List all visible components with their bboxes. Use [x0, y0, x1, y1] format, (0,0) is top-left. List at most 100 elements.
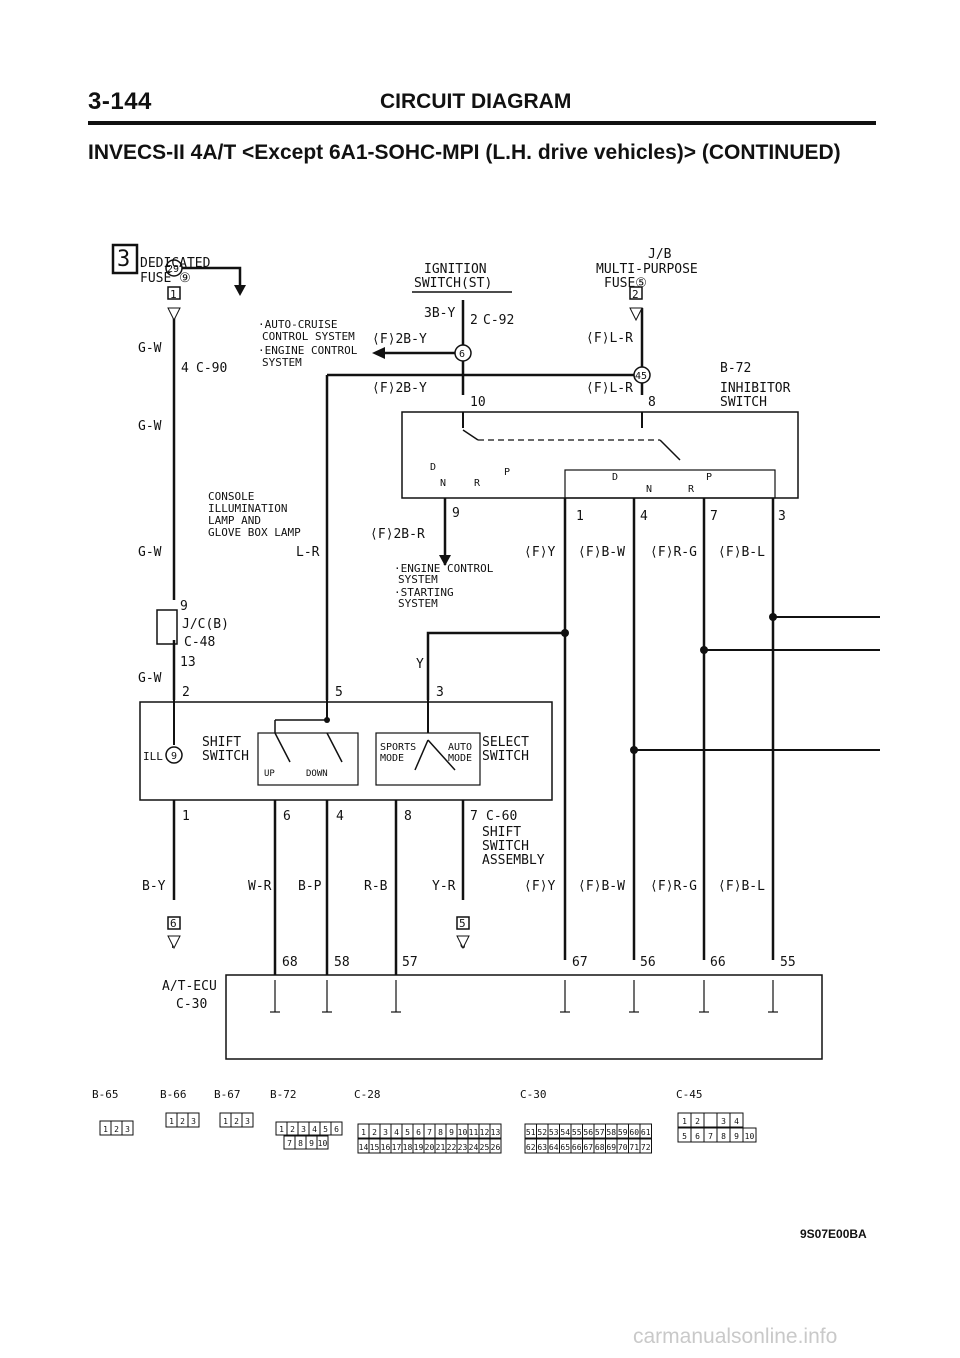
connector-pin-label: 11	[469, 1128, 479, 1137]
inhibitor-switch-label: SWITCH	[720, 395, 767, 410]
at-ecu-box	[225, 974, 823, 1060]
connector-pin-label: 10	[458, 1128, 468, 1137]
wire-color-label: ⟨F⟩R-G	[650, 545, 697, 560]
watermark: carmanualsonline.info	[633, 1325, 838, 1348]
connector-ref: B-67	[214, 1088, 241, 1101]
connector-pin-cell	[241, 1112, 254, 1128]
connector-pin-label: 70	[618, 1143, 628, 1152]
connector-ref: B-66	[160, 1088, 187, 1101]
wire-color-label: G-W	[138, 341, 162, 356]
header-rule	[88, 121, 876, 125]
pin-number: 4	[181, 361, 189, 376]
connector-pin-label: 2	[234, 1117, 239, 1126]
pin-number: 2	[182, 685, 190, 700]
joint-connector-label: J/C(B)	[182, 617, 229, 632]
pin-number: 7	[710, 509, 718, 524]
wire-color-label: R-B	[364, 879, 388, 894]
fuse-terminal-box	[167, 286, 181, 300]
pin-number: 8	[404, 809, 412, 824]
console-lamp-label: CONSOLE	[208, 490, 254, 503]
connector-ref: C-92	[483, 313, 514, 328]
splice-number: 45	[635, 371, 647, 382]
inhibitor-switch-label: INHIBITOR	[720, 381, 791, 396]
connector-pin-cell	[703, 1112, 718, 1128]
connector-pin-label: 23	[458, 1143, 468, 1152]
connector-pin-label: 18	[403, 1143, 413, 1152]
pin-number: 2	[470, 313, 478, 328]
page-number: 3-144	[88, 88, 152, 115]
connector-pin-cell	[729, 1112, 744, 1128]
wire-color-label: ⟨F⟩R-G	[650, 879, 697, 894]
connector-pin-label: 3	[125, 1125, 130, 1134]
connector-pin-label: 2	[372, 1128, 377, 1137]
wire-color-label: Y	[416, 657, 424, 672]
connector-pin-label: 58	[606, 1128, 616, 1137]
connector-pin-cell	[187, 1112, 200, 1128]
switch-pos: P	[706, 472, 712, 483]
connector-ref: B-72	[270, 1088, 297, 1101]
connector-pin-label: 15	[370, 1143, 380, 1152]
splice-number: 29	[167, 264, 179, 275]
inhibitor-switch-box	[401, 411, 799, 499]
wire-color-label: ⟨F⟩L-R	[586, 381, 633, 396]
wire-branch-console	[174, 266, 242, 285]
splice-29	[165, 259, 183, 277]
connector-pin-label: 21	[436, 1143, 446, 1152]
connector-pin-label: 8	[438, 1128, 443, 1137]
arrow-to-engine-ctrl	[372, 347, 385, 359]
connector-pin-label: 6	[695, 1132, 700, 1141]
connector-pin-label: 55	[572, 1128, 582, 1137]
splice-6	[454, 344, 472, 362]
junction-block-label: J/B	[648, 247, 672, 262]
connector-pin-label: 3	[191, 1117, 196, 1126]
connector-pin-label: 8	[298, 1139, 303, 1148]
connector-pin-label: 61	[641, 1128, 651, 1137]
connector-pin-label: 53	[549, 1128, 559, 1137]
ecu-pin: 57	[402, 955, 418, 970]
auto-mode-label: MODE	[448, 753, 472, 764]
engine-control-label: ·ENGINE CONTROL	[394, 562, 494, 575]
switch-pos: N	[646, 484, 652, 495]
wire-color-label: ⟨F⟩B-W	[578, 879, 625, 894]
pin-number: 6	[283, 809, 291, 824]
connector-pin-label: 2	[180, 1117, 185, 1126]
wire-color-label: ⟨F⟩Y	[524, 545, 555, 560]
connector-pin-label: 25	[480, 1143, 490, 1152]
engine-control-label: ·ENGINE CONTROL	[258, 344, 358, 357]
wire-color-label: G-W	[138, 671, 162, 686]
connector-pin-label: 9	[734, 1132, 739, 1141]
shift-switch-assembly-label: SHIFT	[482, 825, 521, 840]
dedicated-fuse-label: FUSE ⑨	[140, 271, 191, 286]
connector-pin-label: 69	[606, 1143, 616, 1152]
connector-ref: C-30	[176, 997, 207, 1012]
wire-color-label: 3B-Y	[424, 306, 455, 321]
wire-color-label: ⟨F⟩B-L	[718, 545, 765, 560]
connector-pin-label: 2	[695, 1117, 700, 1126]
connector-pin-label: 68	[595, 1143, 605, 1152]
ecu-pin: 67	[572, 955, 588, 970]
connector-pin-label: 1	[682, 1117, 687, 1126]
connector-pin-label: 22	[447, 1143, 457, 1152]
connector-pin-label: 3	[245, 1117, 250, 1126]
connector-pin-label: 60	[629, 1128, 639, 1137]
connector-pin-label: 3	[383, 1128, 388, 1137]
connector-pin-label: 1	[279, 1125, 284, 1134]
block-number: 3	[117, 247, 130, 272]
connector-pin-label: 5	[405, 1128, 410, 1137]
down-label: DOWN	[306, 769, 328, 779]
connector-pin-label: 20	[425, 1143, 435, 1152]
terminal-1: 1	[170, 288, 177, 301]
terminal-2: 2	[632, 288, 639, 301]
arrow-to-engine-start	[439, 555, 451, 566]
engine-control-label: SYSTEM	[262, 356, 302, 369]
connector-pin-label: 51	[526, 1128, 536, 1137]
shift-switch-assembly-label: SWITCH	[482, 839, 529, 854]
pin-number: 3	[436, 685, 444, 700]
pin-number: 4	[336, 809, 344, 824]
connector-ref: C-90	[196, 361, 227, 376]
connector-pin-label: 9	[309, 1139, 314, 1148]
switch-pos: N	[440, 478, 446, 489]
connector-ref: C-48	[184, 635, 215, 650]
ecu-pin: 58	[334, 955, 350, 970]
